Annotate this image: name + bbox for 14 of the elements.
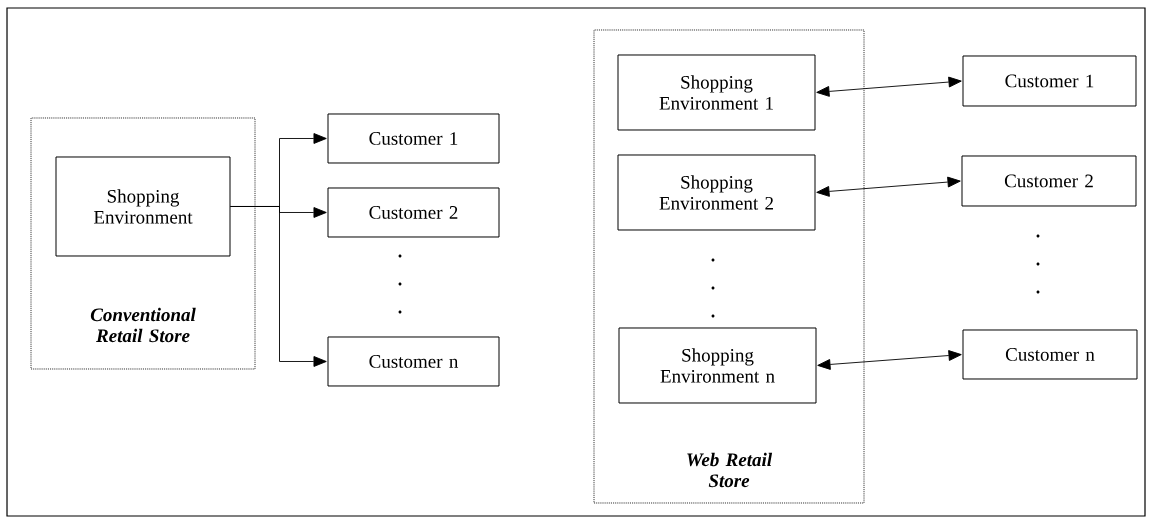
environment-box: Shopping Environment 2	[617, 154, 816, 231]
arrow	[816, 76, 962, 97]
environment-box: Shopping Environment	[55, 156, 231, 257]
customer-box: Customer 2	[327, 187, 500, 238]
arrow	[816, 176, 961, 197]
customer-box: Customer n	[327, 336, 500, 387]
customer-box: Customer 2	[961, 155, 1137, 207]
customer-box: Customer n	[962, 329, 1138, 380]
customer-box: Customer 1	[962, 55, 1137, 107]
arrow	[230, 206, 327, 367]
environment-box: Shopping Environment 1	[617, 54, 816, 131]
customer-box: Customer 1	[327, 113, 500, 164]
environment-box: Shopping Environment n	[618, 327, 817, 404]
arrow	[817, 350, 962, 370]
